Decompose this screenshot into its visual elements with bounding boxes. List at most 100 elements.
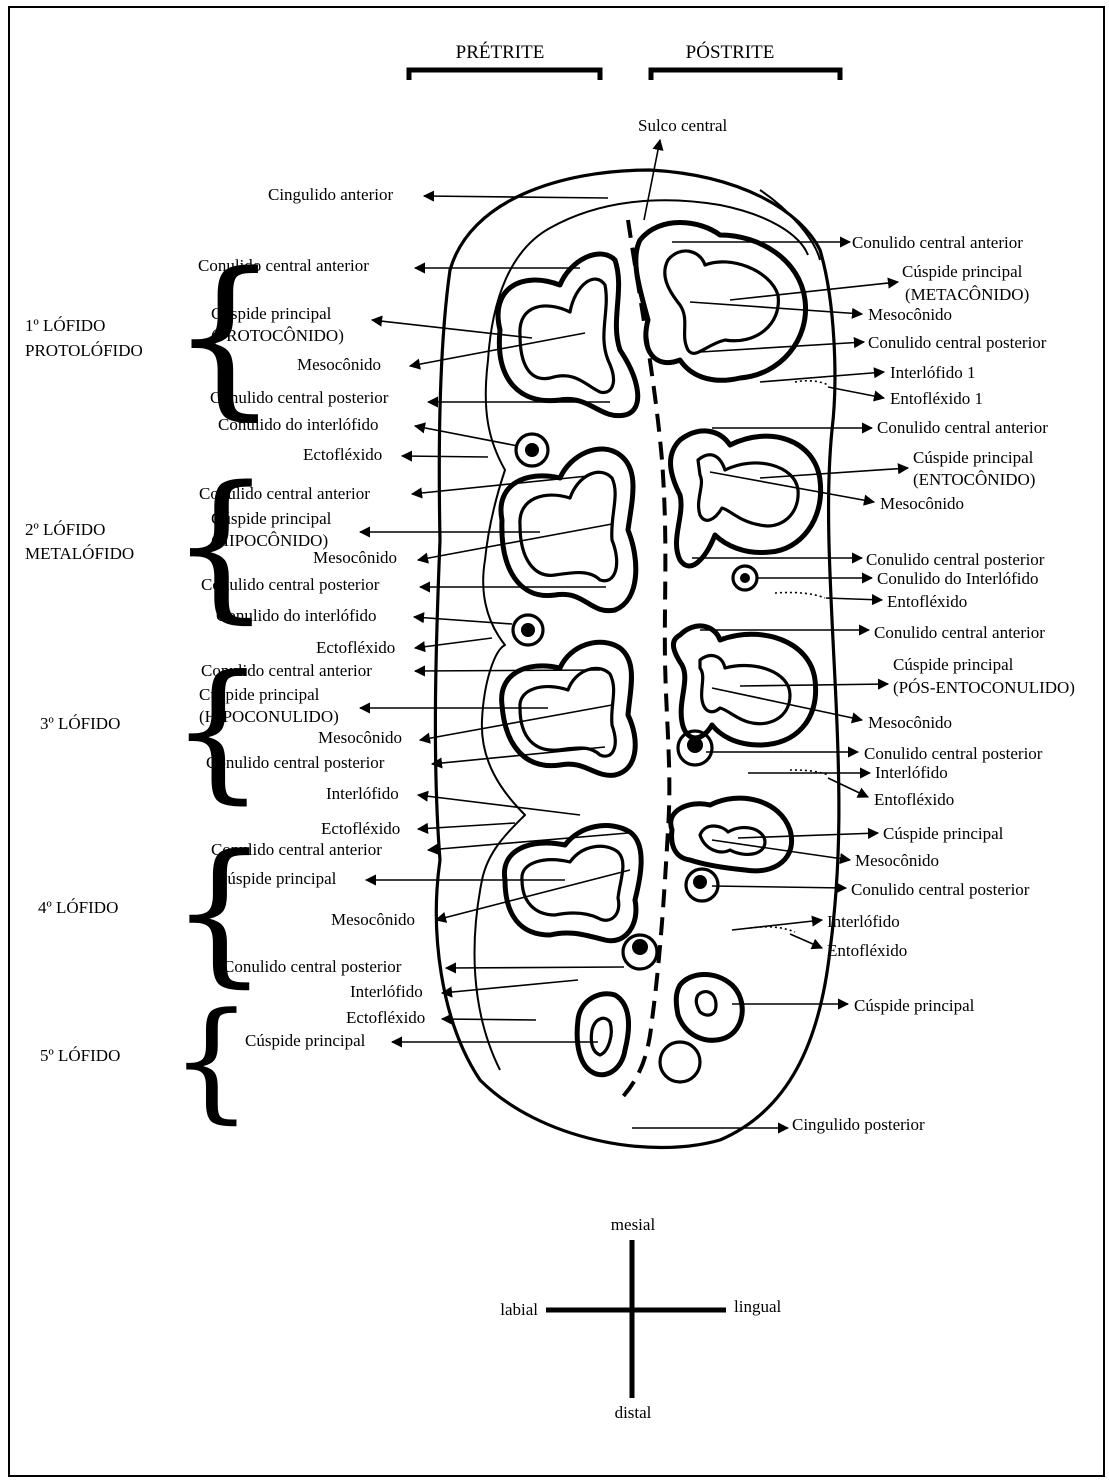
arrow (446, 967, 624, 968)
arrow (730, 282, 898, 300)
right-entoflexido-2: Entofléxido (887, 592, 967, 611)
left-l2-mesoconido: Mesocônido (313, 548, 397, 567)
left-ectoflexido-4: Ectofléxido (346, 1008, 425, 1027)
arrow (760, 372, 884, 382)
lophid-4-name: 4º LÓFIDO (38, 898, 118, 917)
cingulido-anterior-label: Cingulido anterior (268, 185, 393, 204)
right-entoflexido-1: Entofléxido 1 (890, 389, 983, 408)
arrow (712, 886, 846, 888)
right-l1-cuspide: Cúspide principal (902, 262, 1023, 281)
lophid-4-pretrite (504, 826, 641, 941)
postrite-label: PÓSTRITE (686, 41, 775, 63)
compass-labial: labial (500, 1300, 538, 1319)
arrow (732, 920, 822, 930)
lophid-5-group: { 5º LÓFIDO (40, 984, 253, 1136)
flexid-dots-1 (795, 381, 828, 385)
pretrite-bracket (409, 70, 600, 80)
right-l2-cuspide-name: (ENTOCÔNIDO) (913, 470, 1035, 489)
left-l1-conulido-ant: Conulido central anterior (198, 256, 369, 275)
right-l3-mesoconido: Mesocônido (868, 713, 952, 732)
compass-mesial: mesial (611, 1215, 656, 1234)
arrow (418, 795, 580, 815)
lophid-2-alias: METALÓFIDO (25, 544, 134, 563)
right-l2-conulido-post: Conulido central posterior (866, 550, 1045, 569)
compass-lingual: lingual (734, 1297, 781, 1316)
lophid-1-postrite (636, 223, 806, 381)
left-interlofido-4: Interlófido (350, 982, 423, 1001)
right-l2-conulido-ant: Conulido central anterior (877, 418, 1048, 437)
left-l3-cuspide: Cúspide principal (199, 685, 320, 704)
left-l2-cuspide-name: (HIPOCÔNIDO) (211, 531, 328, 550)
left-l2-conulido-post: Conulido central posterior (201, 575, 380, 594)
left-ectoflexido-2: Ectofléxido (316, 638, 395, 657)
left-l3-conulido-ant: Conulido central anterior (201, 661, 372, 680)
arrow (372, 320, 532, 338)
arrow (700, 342, 864, 352)
right-interlofido-4: Interlófido (827, 912, 900, 931)
left-l1-cuspide-name: (PROTOCÔNIDO) (211, 326, 344, 345)
left-interlofido-3: Interlófido (326, 784, 399, 803)
left-l5-cuspide: Cúspide principal (245, 1031, 366, 1050)
brace-5: { (170, 984, 253, 1136)
right-l2-cuspide: Cúspide principal (913, 448, 1034, 467)
left-l1-mesoconido: Mesocônido (297, 355, 381, 374)
left-l2-cuspide: Cúspide principal (211, 509, 332, 528)
arrow (828, 387, 884, 398)
arrow (828, 778, 868, 797)
left-ectoflexido-1: Ectofléxido (303, 445, 382, 464)
arrow (414, 617, 512, 624)
cingulido-anterior-arrow (424, 196, 608, 198)
right-l3-conulido-ant: Conulido central anterior (874, 623, 1045, 642)
right-l3-cuspide-name: (PÓS-ENTOCONULIDO) (893, 678, 1075, 697)
left-l3-cuspide-name: (HIPOCONULIDO) (199, 707, 339, 726)
right-labels: Conulido central anterior Cúspide princi… (672, 233, 1075, 1015)
postrite-bracket (651, 70, 840, 80)
arrow (415, 670, 600, 671)
interlophid-conule-2-right (733, 566, 757, 590)
right-interlofido-conulido-2: Conulido do Interlófido (877, 569, 1038, 588)
left-interlofido-conulido-2: Conulido do interlófido (216, 606, 377, 625)
right-l1-cuspide-name: (METACÔNIDO) (905, 285, 1029, 304)
lophid-1-name: 1º LÓFIDO (25, 316, 105, 335)
sulcus-pointer (644, 140, 660, 220)
lophid-2-postrite (671, 431, 821, 566)
arrow (402, 456, 488, 457)
lophid-5-pretrite (577, 994, 628, 1075)
right-interlofido-1: Interlófido 1 (890, 363, 975, 382)
left-interlofido-conulido-1: Conulido do interlófido (218, 415, 379, 434)
left-l4-cuspide: Cúspide principal (216, 869, 337, 888)
right-entoflexido-3: Entofléxido (874, 790, 954, 809)
lophid-3-name: 3º LÓFIDO (40, 714, 120, 733)
right-l1-mesoconido: Mesocônido (868, 305, 952, 324)
left-l4-conulido-ant: Conulido central anterior (211, 840, 382, 859)
flexid-dots-2 (775, 593, 825, 598)
lophid-5-postrite (660, 974, 742, 1082)
arrow (436, 870, 630, 920)
left-l4-mesoconido: Mesocônido (331, 910, 415, 929)
right-l4-mesoconido: Mesocônido (855, 851, 939, 870)
right-l4-cuspide: Cúspide principal (883, 824, 1004, 843)
lophid-2-name: 2º LÓFIDO (25, 520, 105, 539)
right-interlofido-3: Interlófido (875, 763, 948, 782)
pretrite-label: PRÉTRITE (456, 41, 545, 63)
lophid-1-pretrite (498, 254, 638, 416)
lophid-5-name: 5º LÓFIDO (40, 1046, 120, 1065)
left-l4-conulido-post: Conulido central posterior (223, 957, 402, 976)
orientation-compass: mesial distal labial lingual (500, 1215, 781, 1422)
right-l1-conulido-ant: Conulido central anterior (852, 233, 1023, 252)
right-l1-conulido-post: Conulido central posterior (868, 333, 1047, 352)
right-l3-conulido-post: Conulido central posterior (864, 744, 1043, 763)
right-l2-mesoconido: Mesocônido (880, 494, 964, 513)
interlophid-conule-2-left (513, 615, 543, 645)
lophid-4-pre-conule (623, 935, 657, 969)
compass-distal: distal (615, 1403, 652, 1422)
right-l4-conulido-post: Conulido central posterior (851, 880, 1030, 899)
arrow (442, 980, 578, 993)
arrow (442, 1019, 536, 1020)
arrow (415, 638, 492, 648)
left-ectoflexido-3: Ectofléxido (321, 819, 400, 838)
left-l1-cuspide: Cúspide principal (211, 304, 332, 323)
arrow (418, 524, 612, 560)
right-entoflexido-4: Entofléxido (827, 941, 907, 960)
